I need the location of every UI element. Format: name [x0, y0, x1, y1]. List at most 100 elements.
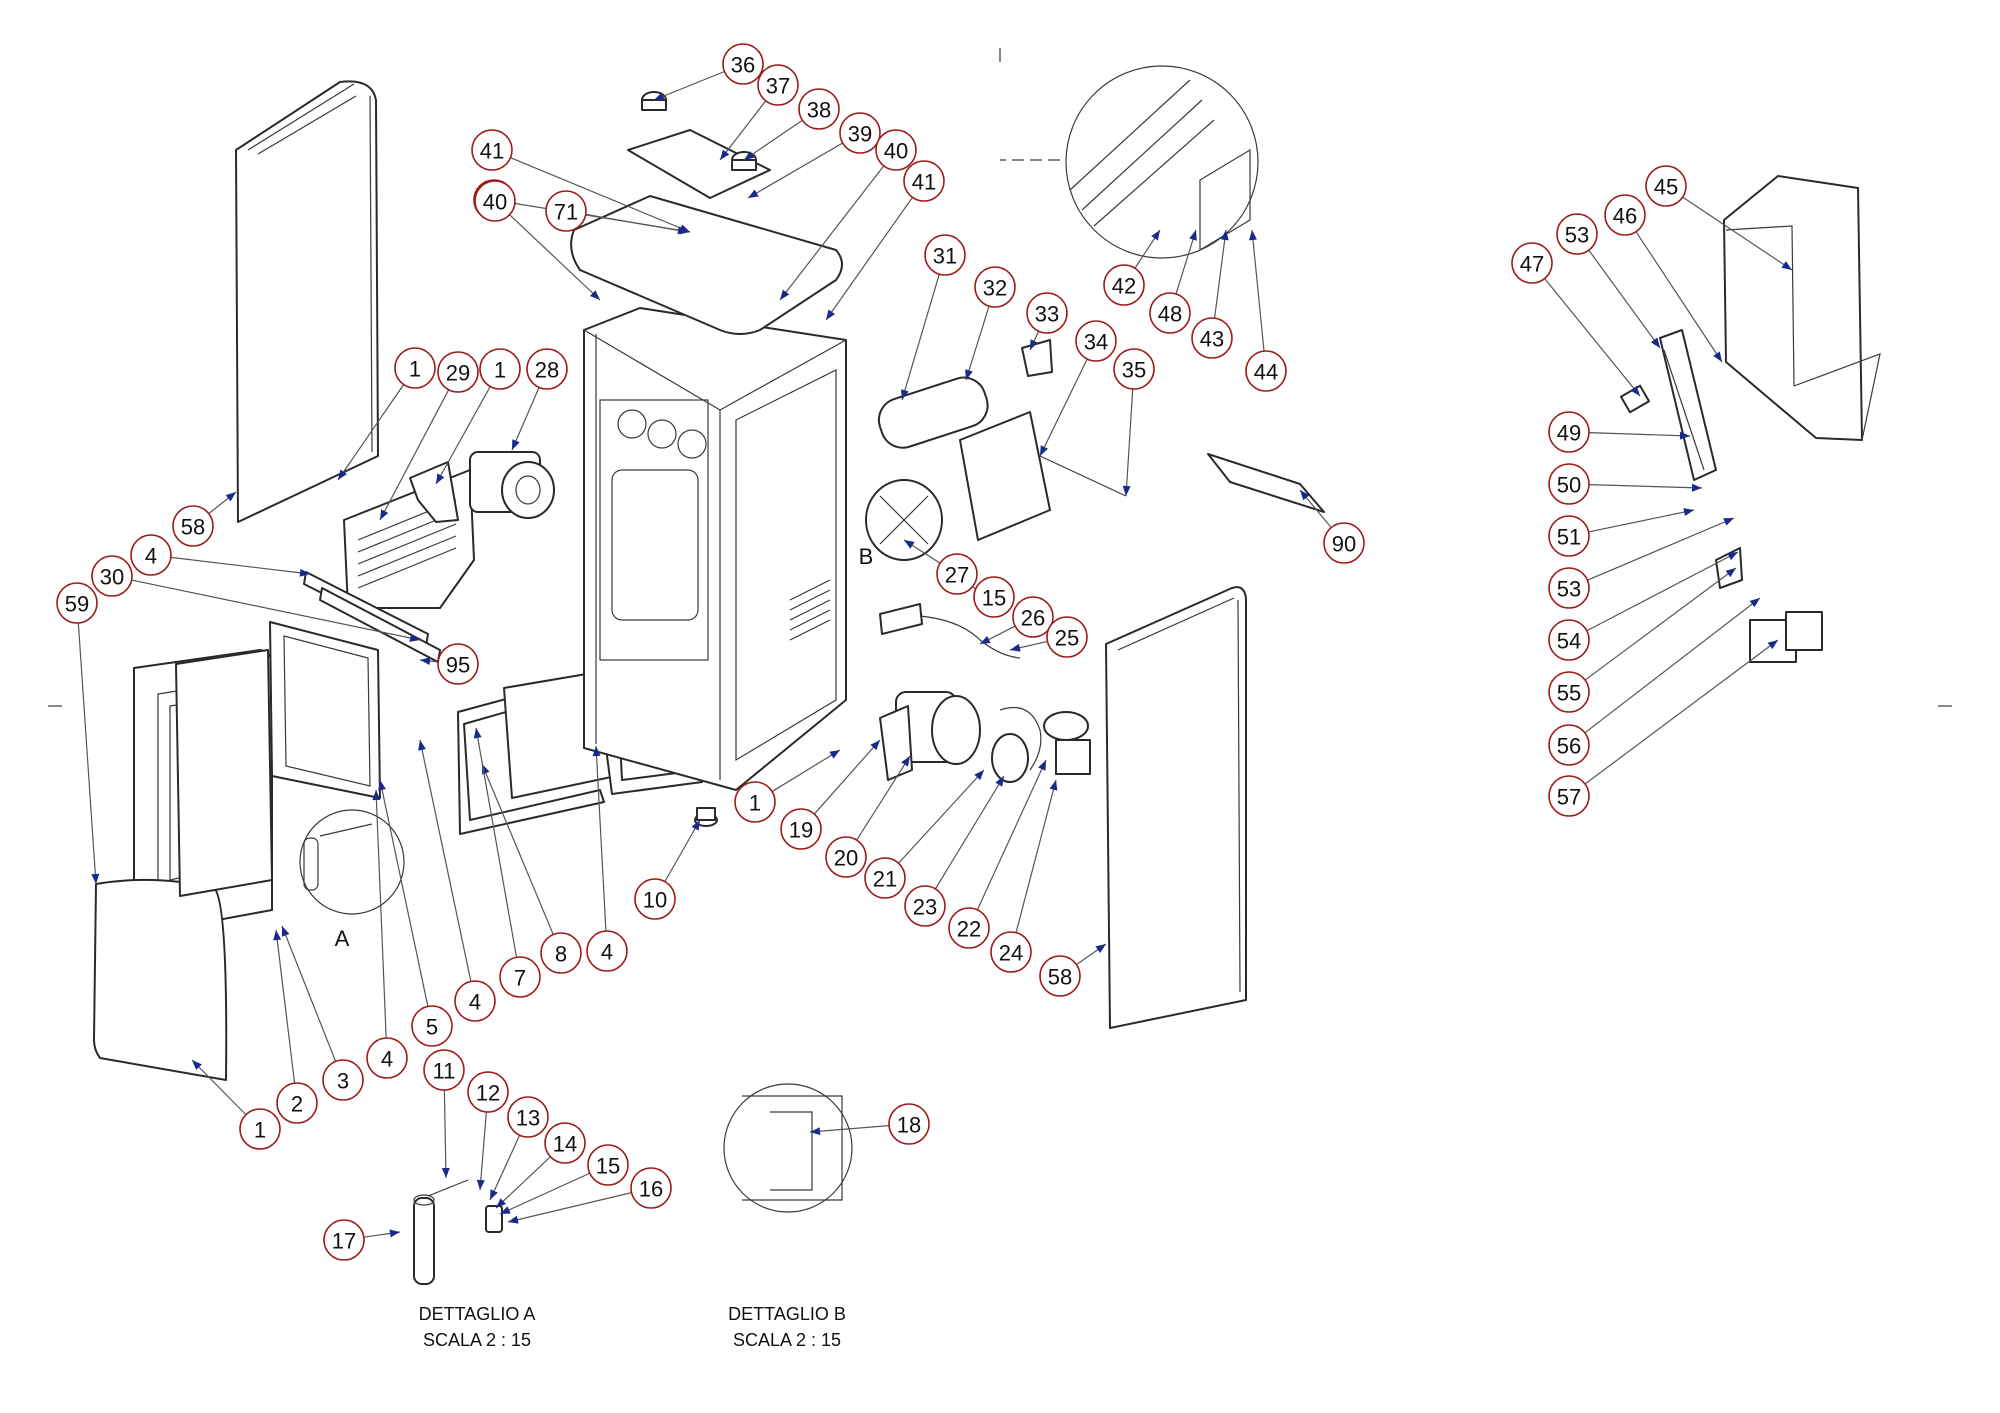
power-switch	[879, 603, 923, 635]
door-glass	[269, 621, 381, 799]
callout-30: 30	[91, 555, 133, 597]
pellet-hopper	[1723, 175, 1881, 441]
callout-circle	[1113, 348, 1155, 390]
callout-number: 7	[514, 966, 526, 991]
callout-circle	[903, 160, 945, 202]
leader-arrowhead	[904, 540, 915, 549]
leader-line	[664, 819, 701, 882]
leader-arrowhead	[677, 226, 688, 235]
leader-line	[1584, 567, 1737, 681]
callout-number: 33	[1035, 302, 1059, 327]
stove-body	[583, 307, 847, 791]
leader-arrowhead	[338, 469, 347, 480]
callout-circle	[172, 505, 214, 547]
callout-number: 34	[1084, 330, 1108, 355]
leader-arrowhead	[589, 290, 600, 300]
callout-number: 15	[982, 586, 1006, 611]
callout-3: 3	[322, 1059, 364, 1101]
leader-line	[509, 214, 601, 301]
leader-arrowhead	[1049, 780, 1058, 791]
callout-circle	[437, 351, 479, 393]
leader-arrowhead	[490, 1189, 498, 1200]
callout-circle	[1149, 292, 1191, 334]
callout-56: 56	[1548, 724, 1590, 766]
callout-number: 90	[1332, 532, 1356, 557]
callout-circle	[276, 1082, 318, 1124]
callout-number: 16	[639, 1177, 663, 1202]
callout-41: 41	[471, 129, 513, 171]
callout-number: 51	[1557, 525, 1581, 550]
leader-line	[1586, 551, 1739, 632]
callout-59: 59	[56, 582, 98, 624]
leader-line	[901, 274, 940, 401]
control-board	[959, 411, 1051, 541]
callout-18: 18	[888, 1103, 930, 1145]
callout-2: 2	[276, 1082, 318, 1124]
leader-arrowhead	[826, 309, 836, 320]
leader-line	[379, 779, 429, 1007]
callout-71: 71	[545, 190, 587, 232]
leader-arrowhead	[420, 657, 431, 666]
callout-circle	[1548, 515, 1590, 557]
callout-number: 18	[897, 1113, 921, 1138]
leader-line	[1584, 639, 1779, 785]
callout-circle	[467, 1071, 509, 1113]
callout-number: 53	[1565, 223, 1589, 248]
detail-circle-upper	[1000, 65, 1259, 259]
leader-arrowhead	[281, 926, 290, 937]
leader-arrowhead	[1030, 339, 1038, 350]
leader-arrowhead	[1189, 230, 1197, 241]
callout-4: 4	[130, 534, 172, 576]
leader-arrowhead	[508, 1215, 519, 1224]
leader-line	[976, 759, 1047, 911]
leader-arrowhead	[1630, 385, 1640, 396]
leader-line	[898, 769, 985, 864]
leader-line	[595, 745, 607, 932]
callout-number: 28	[535, 358, 559, 383]
callout-39: 39	[839, 112, 881, 154]
callout-circle	[1604, 194, 1646, 236]
callout-number: 22	[957, 917, 981, 942]
callout-circle	[864, 857, 906, 899]
callout-circle	[1039, 955, 1081, 997]
leader-arrowhead	[1220, 230, 1229, 241]
callout-number: 54	[1557, 629, 1581, 654]
callout-circle	[839, 112, 881, 154]
callout-circle	[322, 1059, 364, 1101]
callout-circle	[587, 1144, 629, 1186]
leader-arrowhead	[654, 92, 665, 100]
callout-number: 19	[789, 818, 813, 843]
callout-circle	[479, 348, 521, 390]
detail-a-title: DETTAGLIO A	[419, 1304, 536, 1324]
callout-number: 13	[516, 1106, 540, 1131]
leader-line	[1125, 388, 1134, 497]
callout-number: 10	[643, 888, 667, 913]
callout-number: 59	[65, 592, 89, 617]
callout-circle	[499, 956, 541, 998]
leader-line	[77, 622, 97, 885]
pressure-switch	[1043, 711, 1091, 775]
leader-arrowhead	[829, 750, 840, 759]
leader-arrowhead	[441, 1167, 450, 1178]
callout-number: 4	[601, 940, 613, 965]
leader-arrowhead	[810, 1127, 821, 1136]
callout-number: 47	[1520, 252, 1544, 277]
callout-layer: 3637383940414140714131323334351291285843…	[56, 43, 1687, 1261]
callout-circle	[973, 576, 1015, 618]
top-cover	[570, 195, 843, 335]
leader-line	[1588, 249, 1661, 349]
callout-number: 45	[1654, 175, 1678, 200]
leader-arrowhead	[225, 492, 236, 502]
callout-54: 54	[1548, 619, 1590, 661]
callout-number: 35	[1122, 358, 1146, 383]
callout-number: 25	[1055, 626, 1079, 651]
leader-line	[375, 789, 387, 1039]
front-grille	[343, 469, 475, 609]
callout-circle	[630, 1167, 672, 1209]
leader-line	[495, 1156, 551, 1209]
callout-95: 95	[437, 643, 479, 685]
leader-lines	[77, 70, 1793, 1238]
callout-circle	[1075, 320, 1117, 362]
callout-90: 90	[1323, 522, 1365, 564]
leader-line	[1039, 358, 1088, 457]
